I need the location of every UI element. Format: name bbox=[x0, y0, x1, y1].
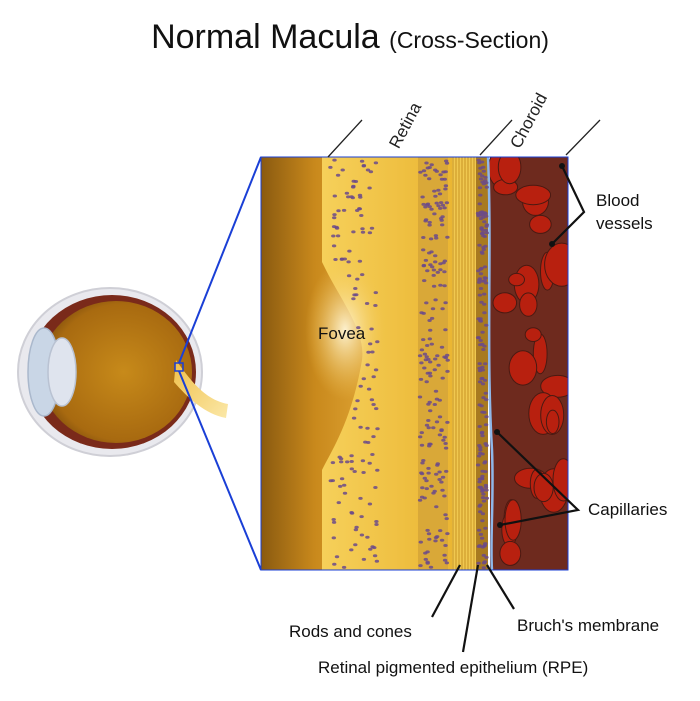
optic-nerve bbox=[174, 360, 228, 418]
fovea-label: Fovea bbox=[318, 324, 366, 343]
cross-section-panel bbox=[261, 157, 568, 570]
blood-vessels-label-line1: Blood bbox=[596, 191, 640, 210]
zoom-line-top bbox=[178, 156, 262, 364]
eye-illustration bbox=[17, 287, 228, 457]
rpe-label: Retinal pigmented epithelium (RPE) bbox=[318, 658, 589, 677]
zoom-line-bottom bbox=[178, 370, 262, 571]
blood-vessels-label-line2: vessels bbox=[596, 214, 653, 233]
capillaries-label: Capillaries bbox=[588, 500, 668, 519]
leader-lines bbox=[431, 165, 586, 653]
page-title: Normal Macula (Cross-Section) bbox=[0, 18, 700, 57]
lens bbox=[47, 337, 77, 407]
rods-and-cones-label: Rods and cones bbox=[289, 622, 412, 641]
bruchs-membrane-line bbox=[486, 157, 494, 570]
title-sub: (Cross-Section) bbox=[389, 27, 549, 53]
bruchs-membrane-label: Bruch's membrane bbox=[517, 616, 660, 635]
title-main: Normal Macula bbox=[151, 18, 380, 56]
